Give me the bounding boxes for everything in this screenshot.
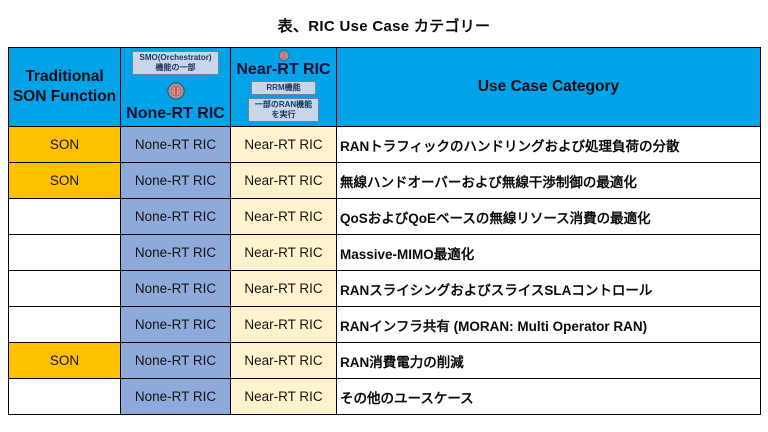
- table-row: None-RT RIC Near-RT RIC Massive-MIMO最適化: [8, 234, 761, 271]
- son-cell: [8, 306, 121, 343]
- near-rt-cell: Near-RT RIC: [230, 126, 337, 163]
- near-rt-ric-label: Near-RT RIC: [236, 61, 331, 78]
- none-rt-cell: None-RT RIC: [120, 234, 231, 271]
- son-cell: [8, 234, 121, 271]
- page-title: 表、RIC Use Case カテゴリー: [277, 18, 491, 35]
- son-cell: [8, 198, 121, 235]
- table-row: SON None-RT RIC Near-RT RIC RANトラフィックのハン…: [8, 126, 761, 163]
- table-row: SON None-RT RIC Near-RT RIC RAN消費電力の削減: [8, 342, 761, 379]
- ric-use-case-table: Traditional SON Function SMO(Orchestrato…: [8, 47, 761, 415]
- near-rt-cell: Near-RT RIC: [230, 162, 337, 199]
- brain-icon: [278, 50, 289, 61]
- ran-box-line1: 一部のRAN機能: [254, 100, 313, 109]
- use-case-cell: その他のユースケース: [336, 378, 761, 415]
- none-rt-cell: None-RT RIC: [120, 342, 231, 379]
- use-case-cell: RANインフラ共有 (MORAN: Multi Operator RAN): [336, 306, 761, 343]
- rrm-function-box: RRM機能: [251, 81, 316, 95]
- use-case-cell: RANスライシングおよびスライスSLAコントロール: [336, 270, 761, 307]
- none-rt-cell: None-RT RIC: [120, 306, 231, 343]
- header-row: Traditional SON Function SMO(Orchestrato…: [8, 47, 761, 127]
- smo-box-line1: SMO(Orchestrator): [139, 53, 212, 62]
- use-case-cell: Massive-MIMO最適化: [336, 234, 761, 271]
- table-row: None-RT RIC Near-RT RIC RANスライシングおよびスライス…: [8, 270, 761, 307]
- none-rt-cell: None-RT RIC: [120, 198, 231, 235]
- table-row: None-RT RIC Near-RT RIC RANインフラ共有 (MORAN…: [8, 306, 761, 343]
- use-case-cell: 無線ハンドオーバーおよび無線干渉制御の最適化: [336, 162, 761, 199]
- none-rt-cell: None-RT RIC: [120, 162, 231, 199]
- near-rt-cell: Near-RT RIC: [230, 234, 337, 271]
- ran-function-box: 一部のRAN機能を実行: [247, 98, 320, 122]
- use-case-cell: QoSおよびQoEベースの無線リソース消費の最適化: [336, 198, 761, 235]
- son-cell: [8, 270, 121, 307]
- header-traditional-son-function: Traditional SON Function: [8, 47, 121, 127]
- near-rt-cell: Near-RT RIC: [230, 270, 337, 307]
- none-rt-cell: None-RT RIC: [120, 378, 231, 415]
- son-cell: SON: [8, 126, 121, 163]
- brain-icon: [166, 81, 185, 100]
- none-rt-cell: None-RT RIC: [120, 126, 231, 163]
- near-rt-cell: Near-RT RIC: [230, 342, 337, 379]
- header-none-rt-ric: SMO(Orchestrator)機能の一部 None-RT RIC: [120, 47, 231, 127]
- ran-box-line2: を実行: [271, 110, 296, 119]
- none-rt-ric-label: None-RT RIC: [126, 105, 225, 122]
- use-case-cell: RAN消費電力の削減: [336, 342, 761, 379]
- header-use-case-category: Use Case Category: [336, 47, 761, 127]
- header-near-rt-ric: Near-RT RIC RRM機能 一部のRAN機能を実行: [230, 47, 337, 127]
- table-row: None-RT RIC Near-RT RIC QoSおよびQoEベースの無線リ…: [8, 198, 761, 235]
- smo-box-line2: 機能の一部: [155, 63, 196, 72]
- table-row: None-RT RIC Near-RT RIC その他のユースケース: [8, 378, 761, 415]
- son-cell: SON: [8, 162, 121, 199]
- near-rt-cell: Near-RT RIC: [230, 198, 337, 235]
- near-rt-cell: Near-RT RIC: [230, 306, 337, 343]
- smo-orchestrator-box: SMO(Orchestrator)機能の一部: [132, 51, 219, 75]
- son-cell: [8, 378, 121, 415]
- table-row: SON None-RT RIC Near-RT RIC 無線ハンドオーバーおよび…: [8, 162, 761, 199]
- son-cell: SON: [8, 342, 121, 379]
- near-rt-cell: Near-RT RIC: [230, 378, 337, 415]
- none-rt-cell: None-RT RIC: [120, 270, 231, 307]
- use-case-cell: RANトラフィックのハンドリングおよび処理負荷の分散: [336, 126, 761, 163]
